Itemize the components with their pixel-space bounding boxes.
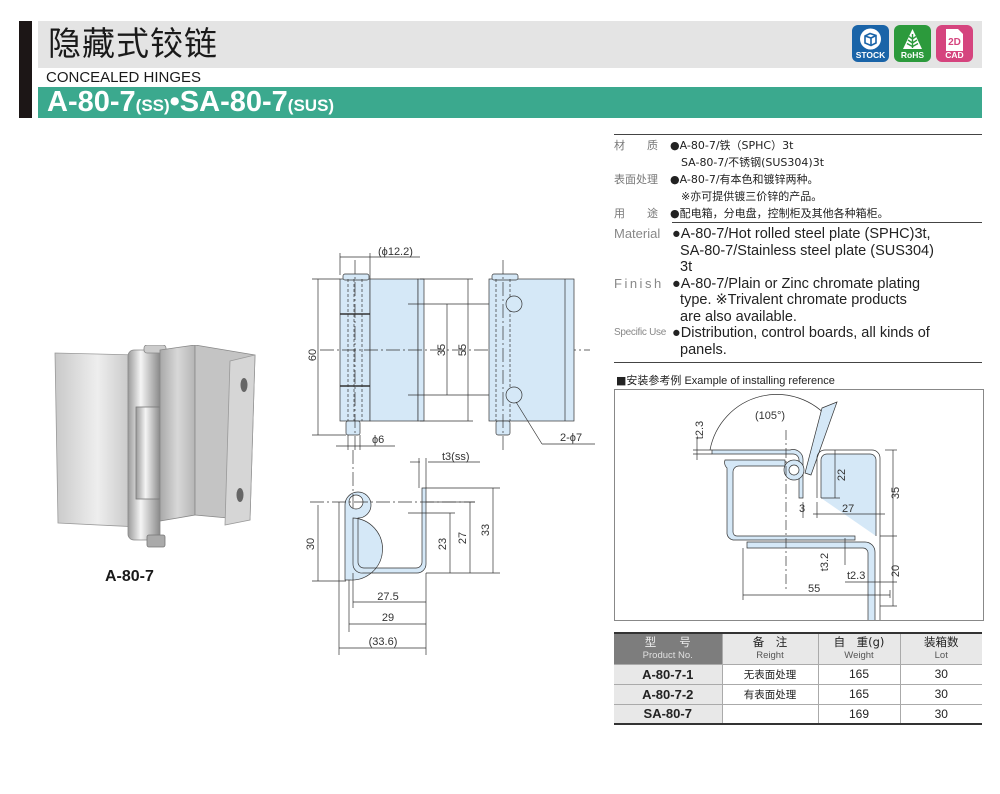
- table-row: SA-80-7 169 30: [614, 703, 982, 725]
- spec-finish-cn: 表面处理 ●A-80-7/有本色和镀锌两种。 ※亦可提供镀三价锌的产品。: [614, 173, 823, 203]
- stock-badge: STOCK: [852, 25, 889, 62]
- svg-text:23: 23: [437, 538, 449, 550]
- model-bar: [38, 87, 982, 118]
- tree-icon: [903, 29, 922, 49]
- model-part: (SUS): [287, 96, 335, 115]
- svg-text:55: 55: [457, 344, 469, 356]
- model-part: A-80-7: [47, 86, 136, 118]
- spec-material-en: Material ●A-80-7/Hot rolled steel plate …: [614, 226, 934, 275]
- cube-icon: [860, 28, 881, 50]
- svg-text:20: 20: [890, 565, 902, 577]
- section-view-drawing: t3(ss) 30 23 27 33 27.5 29 (33.6): [305, 450, 500, 655]
- svg-text:27: 27: [842, 503, 854, 515]
- spec-material-cn: 材 质 ●A-80-7/铁（SPHC）3t SA-80-7/不锈钢(SUS304…: [614, 139, 825, 169]
- svg-text:ϕ6: ϕ6: [372, 434, 384, 446]
- badge-label: STOCK: [855, 50, 886, 60]
- install-ref-title: ■安装参考例 Example of installing reference: [616, 374, 835, 387]
- cell-product: SA-80-7: [614, 703, 722, 725]
- hinge-photo: [54, 345, 256, 548]
- rohs-badge: RoHS: [894, 25, 931, 62]
- svg-text:t3(ss): t3(ss): [442, 451, 470, 463]
- svg-text:27: 27: [457, 532, 469, 544]
- spec-divider: [614, 362, 982, 363]
- cell-lot: 30: [899, 703, 982, 725]
- svg-text:2-ϕ7: 2-ϕ7: [560, 432, 582, 444]
- spec-cn-block: 材 质 ●A-80-7/铁（SPHC）3t SA-80-7/不锈钢(SUS304…: [614, 137, 984, 222]
- page-subtitle: CONCEALED HINGES: [46, 69, 202, 86]
- svg-text:(33.6): (33.6): [369, 636, 398, 648]
- svg-text:(105°): (105°): [755, 410, 785, 422]
- cell-lot: 30: [899, 663, 982, 684]
- svg-text:t2.3: t2.3: [847, 570, 865, 582]
- cell-remark: [721, 703, 818, 725]
- svg-text:22: 22: [836, 469, 848, 481]
- svg-text:29: 29: [382, 612, 394, 624]
- svg-text:30: 30: [305, 538, 317, 550]
- cad-badge: 2D CAD: [936, 25, 973, 62]
- model-part: •SA-80-7: [169, 86, 288, 118]
- cell-lot: 30: [899, 683, 982, 704]
- spec-finish-en: Finish ●A-80-7/Plain or Zinc chromate pl…: [614, 275, 921, 325]
- badge-group: STOCK RoHS 2D CAD: [852, 25, 973, 62]
- cell-weight: 165: [817, 663, 900, 684]
- model-part: (SS): [135, 96, 170, 115]
- svg-text:55: 55: [808, 583, 820, 595]
- spec-use-cn: 用 途 ●配电箱，分电盘，控制柜及其他各种箱柜。: [614, 207, 889, 220]
- svg-text:t3.2: t3.2: [819, 553, 831, 571]
- title-bar: [38, 21, 982, 68]
- spec-divider: [672, 222, 982, 223]
- badge-label: RoHS: [900, 50, 925, 60]
- badge-label: CAD: [945, 50, 964, 60]
- svg-text:t2.3: t2.3: [694, 421, 706, 439]
- spec-use-en: Specific Use ●Distribution, control boar…: [614, 325, 930, 358]
- spec-en-block: Material ●A-80-7/Hot rolled steel plate …: [614, 226, 984, 358]
- install-ref-drawing: (105°) t2.3 22 35 3 27 t3.2 20 t2.3 55: [693, 394, 902, 640]
- spec-divider: [614, 134, 982, 135]
- svg-text:35: 35: [890, 487, 902, 499]
- cell-weight: 169: [817, 703, 900, 725]
- svg-text:27.5: 27.5: [377, 591, 398, 603]
- svg-text:(ϕ12.2): (ϕ12.2): [378, 246, 413, 258]
- cell-product: A-80-7-1: [614, 663, 722, 684]
- svg-text:33: 33: [480, 524, 492, 536]
- table-row: A-80-7-2 有表面处理 165 30: [614, 683, 982, 704]
- cell-remark: 有表面处理: [721, 683, 818, 704]
- front-view-drawing: (ϕ12.2) 60 35 55 ϕ6 2-ϕ7: [307, 246, 595, 450]
- cell-product: A-80-7-2: [614, 683, 722, 704]
- svg-text:35: 35: [436, 344, 448, 356]
- col-weight: 自 重(g)Weight: [817, 633, 900, 664]
- page-title: 隐藏式铰链: [48, 24, 218, 63]
- model-number: A-80-7(SS)•SA-80-7(SUS): [47, 87, 334, 122]
- document-icon: 2D: [946, 29, 963, 51]
- svg-text:3: 3: [799, 503, 805, 515]
- photo-caption: A-80-7: [105, 568, 154, 585]
- cell-remark: 无表面处理: [721, 663, 818, 684]
- svg-text:60: 60: [307, 349, 319, 361]
- table-row: A-80-7-1 无表面处理 165 30: [614, 663, 982, 684]
- cell-weight: 165: [817, 683, 900, 704]
- svg-text:2D: 2D: [948, 37, 961, 48]
- install-ref-box: (105°) t2.3 22 35 3 27 t3.2 20 t2.3 55: [614, 389, 984, 640]
- left-accent-bar: [19, 21, 32, 118]
